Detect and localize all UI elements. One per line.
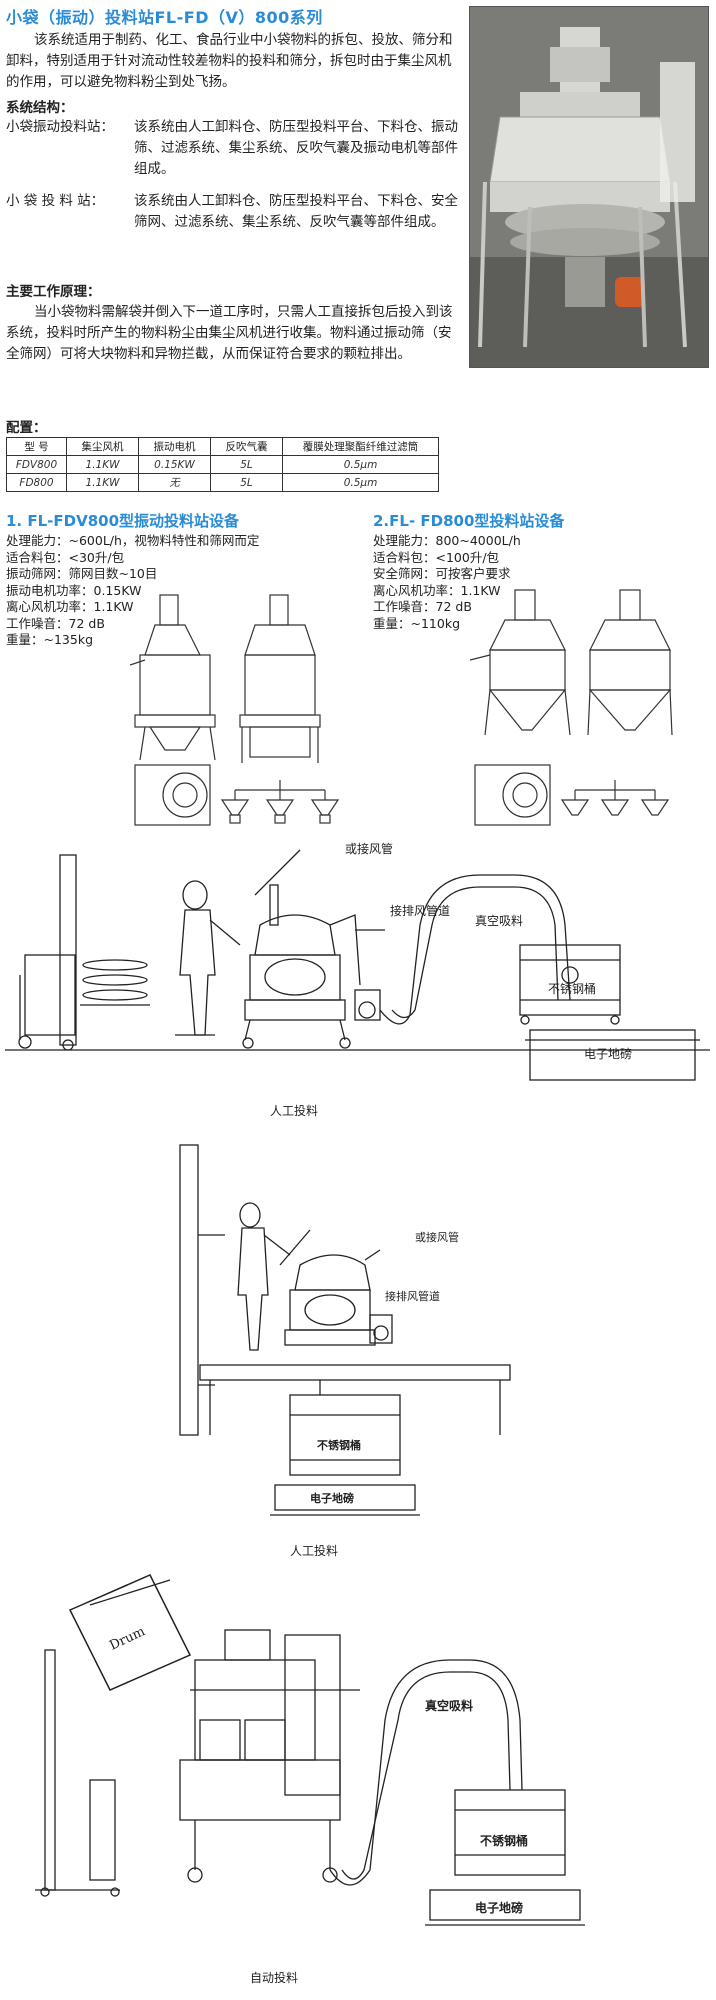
table-cell: 0.5μm [282, 473, 439, 492]
column-header: 反吹气囊 [210, 437, 283, 456]
scale-label: 电子地磅 [475, 1900, 523, 1915]
vacuum-label: 真空吸料 [475, 914, 523, 928]
spec-line: 离心风机功率：1.1KW [373, 582, 501, 598]
intro-paragraph: 该系统适用于制药、化工、食品行业中小袋物料的拆包、投放、筛分和卸料，特别适用于针… [6, 32, 453, 90]
spec-line: 振动电机功率：0.15KW [6, 582, 142, 598]
spec-line: 振动筛网：筛网目数~10目 [6, 566, 158, 581]
structure-item-text: 该系统由人工卸料仓、防压型投料平台、下料仓、安全筛网、过滤系统、集尘系统、反吹气… [134, 193, 458, 230]
drum-label: Drum [107, 1624, 147, 1653]
table-cell: 5L [210, 473, 283, 492]
structure-item: 小袋振动投料站： 该系统由人工卸料仓、防压型投料平台、下料仓、振动筛、过滤系统、… [6, 117, 466, 181]
spec-line: 离心风机功率：1.1KW [6, 599, 134, 614]
table-cell: 5L [210, 455, 283, 474]
structure-item-label: 小 袋 投 料 站： [6, 193, 105, 209]
page-title: 小袋（振动）投料站FL-FD（V）800系列 [6, 8, 323, 27]
structure-heading: 系统结构： [6, 100, 74, 116]
automatic-feeding-diagram: Drum 真空吸料 不锈钢桶 电子地磅 自动投料 [35, 1574, 585, 1985]
table-cell: 1.1KW [66, 455, 139, 474]
model2-drawing [470, 589, 673, 826]
spec-line: 重量：~110kg [373, 615, 461, 631]
barrel-label: 不锈钢桶 [317, 1438, 361, 1452]
model1-drawing [130, 594, 340, 826]
spec-line: 工作噪音：72 dB [6, 615, 105, 631]
column-header: 覆膜处理聚酯纤维过滤筒 [282, 437, 439, 456]
spec-line: 处理能力：800~4000L/h [373, 533, 521, 548]
column-header: 振动电机 [138, 437, 211, 456]
scale-label: 电子地磅 [584, 1046, 632, 1061]
caption: 人工投料 [290, 1543, 338, 1558]
principle-paragraph: 当小袋物料需解袋并倒入下一道工序时，只需人工直接拆包后投入到该系统，投料时所产生… [6, 304, 453, 362]
exhaust-label: 接排风管道 [390, 903, 450, 918]
spec-line: 安全筛网：可按客户要求 [373, 566, 511, 581]
column-header: 型 号 [6, 437, 67, 456]
vacuum-label: 真空吸料 [425, 1698, 473, 1713]
model2-specs: 处理能力：800~4000L/h 适合料包：<100升/包 安全筛网：可按客户要… [373, 533, 673, 632]
caption: 自动投料 [250, 1970, 298, 1985]
model2-heading: 2.FL- FD800型投料站设备 [373, 512, 565, 530]
config-heading: 配置： [6, 420, 47, 436]
structure-item-text: 该系统由人工卸料仓、防压型投料平台、下料仓、振动筛、过滤系统、集尘系统、反吹气囊… [134, 119, 458, 177]
table-cell: 0.5μm [282, 455, 439, 474]
table-cell: 0.15KW [138, 455, 211, 474]
table-cell: FD800 [6, 473, 67, 492]
structure-item-label: 小袋振动投料站： [6, 119, 114, 135]
barrel-label: 不锈钢桶 [548, 981, 596, 996]
exhaust-label: 接排风管道 [385, 1289, 440, 1303]
structure-item: 小 袋 投 料 站： 该系统由人工卸料仓、防压型投料平台、下料仓、安全筛网、过滤… [6, 191, 466, 255]
manual-feeding-vacuum-diagram: 或接风管 接排风管道 真空吸料 不锈钢桶 电子地磅 人工投料 [5, 841, 710, 1118]
barrel-label: 不锈钢桶 [480, 1833, 528, 1848]
caption: 人工投料 [270, 1103, 318, 1118]
spec-line: 适合料包：<30升/包 [6, 549, 125, 565]
spec-line: 工作噪音：72 dB [373, 599, 472, 614]
table-row: FD800 1.1KW 无 5L 0.5μm [6, 473, 439, 492]
air-duct-label: 或接风管 [415, 1230, 459, 1244]
table-cell: FDV800 [6, 455, 67, 474]
model1-heading: 1. FL-FDV800型振动投料站设备 [6, 512, 240, 530]
table-cell: 1.1KW [66, 473, 139, 492]
scale-label: 电子地磅 [310, 1491, 354, 1505]
model1-specs: 处理能力：~600L/h，视物料特性和筛网而定 适合料包：<30升/包 振动筛网… [6, 533, 296, 649]
table-row: FDV800 1.1KW 0.15KW 5L 0.5μm [6, 455, 439, 474]
spec-line: 处理能力：~600L/h，视物料特性和筛网而定 [6, 533, 260, 548]
principle-heading: 主要工作原理： [6, 284, 101, 300]
air-duct-label: 或接风管 [345, 841, 393, 856]
column-header: 集尘风机 [66, 437, 139, 456]
table-cell: 无 [138, 473, 211, 492]
product-photo [469, 6, 709, 368]
spec-line: 适合料包：<100升/包 [373, 549, 500, 565]
config-table: 型 号 集尘风机 振动电机 反吹气囊 覆膜处理聚酯纤维过滤筒 FDV800 1.… [6, 437, 439, 492]
table-header-row: 型 号 集尘风机 振动电机 反吹气囊 覆膜处理聚酯纤维过滤筒 [6, 437, 439, 456]
spec-line: 重量：~135kg [6, 632, 94, 647]
manual-feeding-platform-diagram: 或接风管 接排风管道 不锈钢桶 电子地磅 人工投料 [179, 1144, 511, 1558]
